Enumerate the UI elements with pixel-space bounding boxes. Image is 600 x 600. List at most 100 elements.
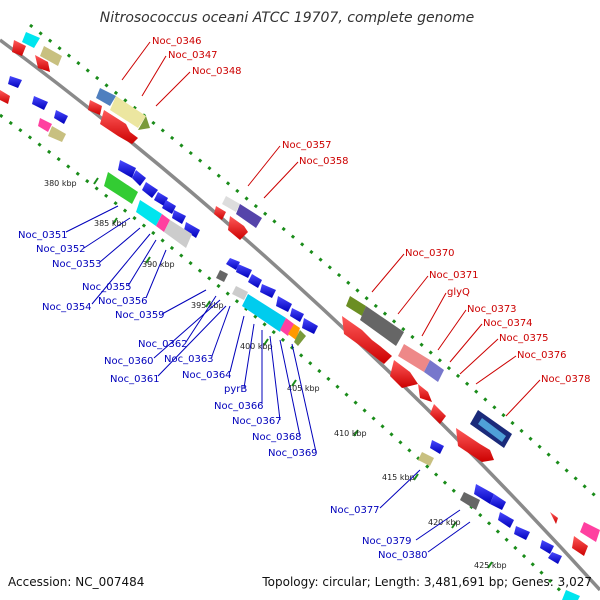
gene-feature — [418, 384, 432, 402]
gene-label: Noc_0364 — [182, 370, 232, 381]
gene-label: Noc_0354 — [42, 302, 92, 313]
gene-label: Noc_0363 — [164, 354, 214, 365]
gene-label: Noc_0348 — [192, 66, 242, 77]
gene-label: Noc_0377 — [330, 505, 380, 516]
cog-box — [38, 118, 52, 132]
kbp-label: 410 kbp — [334, 429, 367, 438]
gene-feature — [236, 264, 252, 278]
gene-feature — [32, 96, 48, 110]
gene-label: Noc_0362 — [138, 339, 188, 350]
cog-box — [40, 46, 62, 66]
gene-label: pyrB — [224, 384, 247, 395]
gene-feature — [490, 494, 506, 510]
cog-box — [424, 360, 444, 382]
gene-label: Noc_0373 — [467, 304, 517, 315]
gene-label: Noc_0379 — [362, 536, 412, 547]
gene-feature — [226, 258, 240, 270]
cog-box — [294, 330, 306, 346]
cog-box — [216, 270, 228, 282]
kbp-label: 420 kbp — [428, 518, 461, 527]
gene-label: Noc_0366 — [214, 401, 264, 412]
gene-feature — [276, 296, 292, 312]
cog-box — [156, 214, 170, 232]
gene-feature — [390, 360, 418, 388]
gene-feature — [12, 40, 26, 56]
cog-box — [96, 88, 116, 106]
gene-feature — [154, 192, 168, 206]
gene-feature — [132, 170, 146, 186]
gene-feature — [162, 200, 176, 214]
gene-label: Noc_0357 — [282, 140, 332, 151]
gene-feature — [172, 210, 186, 224]
kbp-label: 405 kbp — [287, 384, 320, 393]
gene-feature — [248, 274, 262, 288]
gene-label: Noc_0358 — [299, 156, 349, 167]
gene-label: Noc_0374 — [483, 318, 533, 329]
topology-text: Topology: circular; Length: 3,481,691 bp… — [261, 575, 592, 589]
cog-box — [460, 492, 480, 510]
gene-feature — [54, 110, 68, 124]
gene-label: Noc_0361 — [110, 374, 160, 385]
gene-label: Noc_0375 — [499, 333, 549, 344]
gene-label: Noc_0368 — [252, 432, 302, 443]
cog-box — [222, 196, 240, 212]
accession-text: Accession: NC_007484 — [8, 575, 144, 589]
gene-feature — [142, 182, 158, 198]
cog-box — [136, 200, 162, 226]
kbp-label: 380 kbp — [44, 179, 77, 188]
gene-label: Noc_0351 — [18, 230, 68, 241]
gene-feature — [430, 404, 446, 424]
gene-feature — [184, 222, 200, 238]
gene-feature — [35, 55, 50, 72]
gene-label: Noc_0353 — [52, 259, 102, 270]
cog-box — [418, 452, 434, 466]
gene-label: Noc_0367 — [232, 416, 282, 427]
cog-box — [580, 522, 600, 542]
cog-box — [236, 204, 262, 228]
cog-box — [22, 32, 40, 48]
gene-label: Noc_0347 — [168, 50, 218, 61]
gene-feature — [514, 526, 530, 540]
gene-feature — [118, 160, 136, 178]
gene-feature — [214, 206, 226, 220]
gene-label: Noc_0370 — [405, 248, 455, 259]
gene-label: Noc_0356 — [98, 296, 148, 307]
gene-label: Noc_0371 — [429, 270, 479, 281]
cog-box — [48, 126, 66, 142]
gene-feature — [302, 318, 318, 334]
gene-feature — [540, 540, 554, 554]
gene-feature — [548, 552, 562, 564]
cog-box — [110, 96, 146, 128]
gene-feature — [100, 110, 138, 144]
gene-label: Noc_0352 — [36, 244, 86, 255]
gc-track-inner — [0, 113, 572, 600]
cog-box — [360, 306, 404, 346]
kbp-label: 390 kbp — [142, 260, 175, 269]
gene-feature — [498, 512, 514, 528]
gene-feature — [430, 440, 444, 454]
gene-label: Noc_0378 — [541, 374, 591, 385]
cog-box — [138, 116, 150, 130]
kbp-label: 395 kbp — [191, 301, 224, 310]
map-title: Nitrosococcus oceani ATCC 19707, complet… — [100, 10, 475, 26]
cog-box — [562, 590, 580, 600]
gene-label: Noc_0380 — [378, 550, 428, 561]
cog-box — [164, 220, 192, 248]
cog-box — [398, 344, 430, 372]
gene-feature — [572, 536, 588, 556]
gene-label: Noc_0346 — [152, 36, 202, 47]
cog-box — [232, 286, 248, 300]
gene-feature — [260, 284, 276, 298]
gene-feature — [550, 512, 558, 524]
gene-feature — [0, 90, 10, 104]
gene-label: Noc_0360 — [104, 356, 154, 367]
cog-box — [346, 296, 366, 316]
forward-genes — [0, 40, 588, 556]
gene-feature — [474, 484, 494, 504]
gene-label: Noc_0359 — [115, 310, 165, 321]
tick-marks — [93, 177, 493, 569]
gene-feature — [8, 76, 22, 88]
reverse-genes — [8, 76, 562, 564]
gene-feature — [342, 316, 392, 364]
